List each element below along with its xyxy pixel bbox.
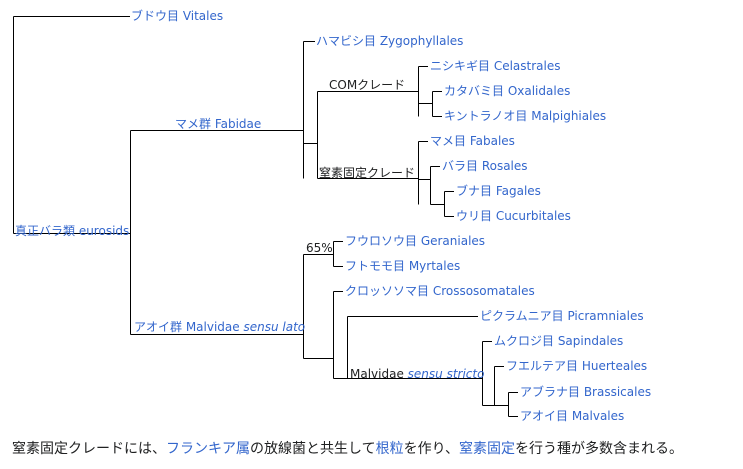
caption-link-frankia[interactable]: フランキア属 [166, 441, 250, 457]
caption-link-root-nodule[interactable]: 根粒 [375, 441, 404, 457]
taxon-picramniales[interactable]: ピクラムニア目 Picramniales [480, 309, 644, 323]
taxon-oxalidales[interactable]: カタバミ目 Oxalidales [444, 84, 570, 98]
taxon-malpighiales[interactable]: キントラノオ目 Malpighiales [444, 109, 606, 123]
caption-text-4: を行う種が多数含まれる。 [515, 441, 684, 457]
branch-fagales-cucurbitales [430, 191, 454, 217]
tree-branches [13, 16, 518, 417]
branch-huerteales-group [482, 366, 504, 406]
taxon-crossosomatales[interactable]: クロッソソマ目 Crossosomatales [345, 284, 535, 298]
taxon-malvales[interactable]: アオイ目 Malvales [520, 409, 624, 423]
support-value: 65% [306, 241, 333, 255]
branch-eurosids-core [13, 130, 131, 335]
branch-geraniales-myrtales [303, 241, 343, 267]
taxon-geraniales[interactable]: フウロソウ目 Geraniales [345, 234, 485, 248]
branch-com-clade [317, 66, 419, 117]
tree-labels: ブドウ目 Vitales マメ群 Fabidae ハマビシ目 Zygophyll… [15, 8, 651, 423]
branch-nfc-clade [317, 141, 419, 205]
figure-caption: 窒素固定クレードには、フランキア属の放線菌と共生して根粒を作り、窒素固定を行う種… [12, 438, 740, 458]
clade-malvidae-lato-main: アオイ群 Malvidae [134, 320, 243, 334]
taxon-rosales[interactable]: バラ目 Rosales [442, 159, 528, 173]
taxon-celastrales[interactable]: ニシキギ目 Celastrales [430, 59, 560, 73]
taxon-myrtales[interactable]: フトモモ目 Myrtales [345, 259, 460, 273]
branch-rosales-group [418, 166, 440, 205]
branch-oxalidales-malpighiales [418, 91, 442, 117]
root-eurosids[interactable]: 真正バラ類 eurosids [15, 224, 129, 238]
clade-malvidae-lato[interactable]: アオイ群 Malvidae sensu lato [134, 320, 305, 334]
taxon-fagales[interactable]: ブナ目 Fagales [456, 183, 541, 198]
caption-link-nitrogen-fixation[interactable]: 窒素固定 [459, 441, 516, 457]
branch-brassicales-malvales [494, 392, 518, 417]
phylogenetic-tree: ブドウ目 Vitales マメ群 Fabidae ハマビシ目 Zygophyll… [13, 8, 651, 423]
clade-malvidae-lato-italic: sensu lato [243, 320, 305, 334]
taxon-sapindales[interactable]: ムクロジ目 Sapindales [494, 334, 623, 348]
taxon-vitales[interactable]: ブドウ目 Vitales [131, 8, 223, 23]
branch-fabidae [130, 41, 304, 179]
clade-com: COMクレード [329, 78, 405, 92]
branch-malvidae-stricto-inner [347, 341, 492, 406]
taxon-fabales[interactable]: マメ目 Fabales [430, 134, 515, 148]
branch-malvidae-lato [130, 254, 304, 359]
taxon-brassicales[interactable]: アブラナ目 Brassicales [520, 384, 651, 399]
caption-text-2: の放線菌と共生して [250, 441, 376, 457]
taxon-zygophyllales[interactable]: ハマビシ目 Zygophyllales [316, 34, 463, 48]
clade-fabidae[interactable]: マメ群 Fabidae [175, 117, 261, 131]
branch-com-fix [303, 91, 318, 179]
branch-malvidae-core [303, 291, 343, 379]
taxon-cucurbitales[interactable]: ウリ目 Cucurbitales [456, 209, 571, 223]
clade-malvidae-stricto-italic[interactable]: sensu stricto [408, 367, 485, 381]
clade-nitrogen-fixing: 窒素固定クレード [319, 165, 415, 180]
clade-malvidae-stricto-main: Malvidae [350, 367, 408, 381]
taxon-huerteales[interactable]: フエルテア目 Huerteales [506, 359, 647, 373]
clade-malvidae-stricto: Malvidae sensu stricto [350, 367, 484, 381]
caption-text-3: を作り、 [403, 441, 460, 457]
caption-text-1: 窒素固定クレードには、 [12, 441, 166, 457]
branch-malvidae-stricto [333, 316, 478, 379]
